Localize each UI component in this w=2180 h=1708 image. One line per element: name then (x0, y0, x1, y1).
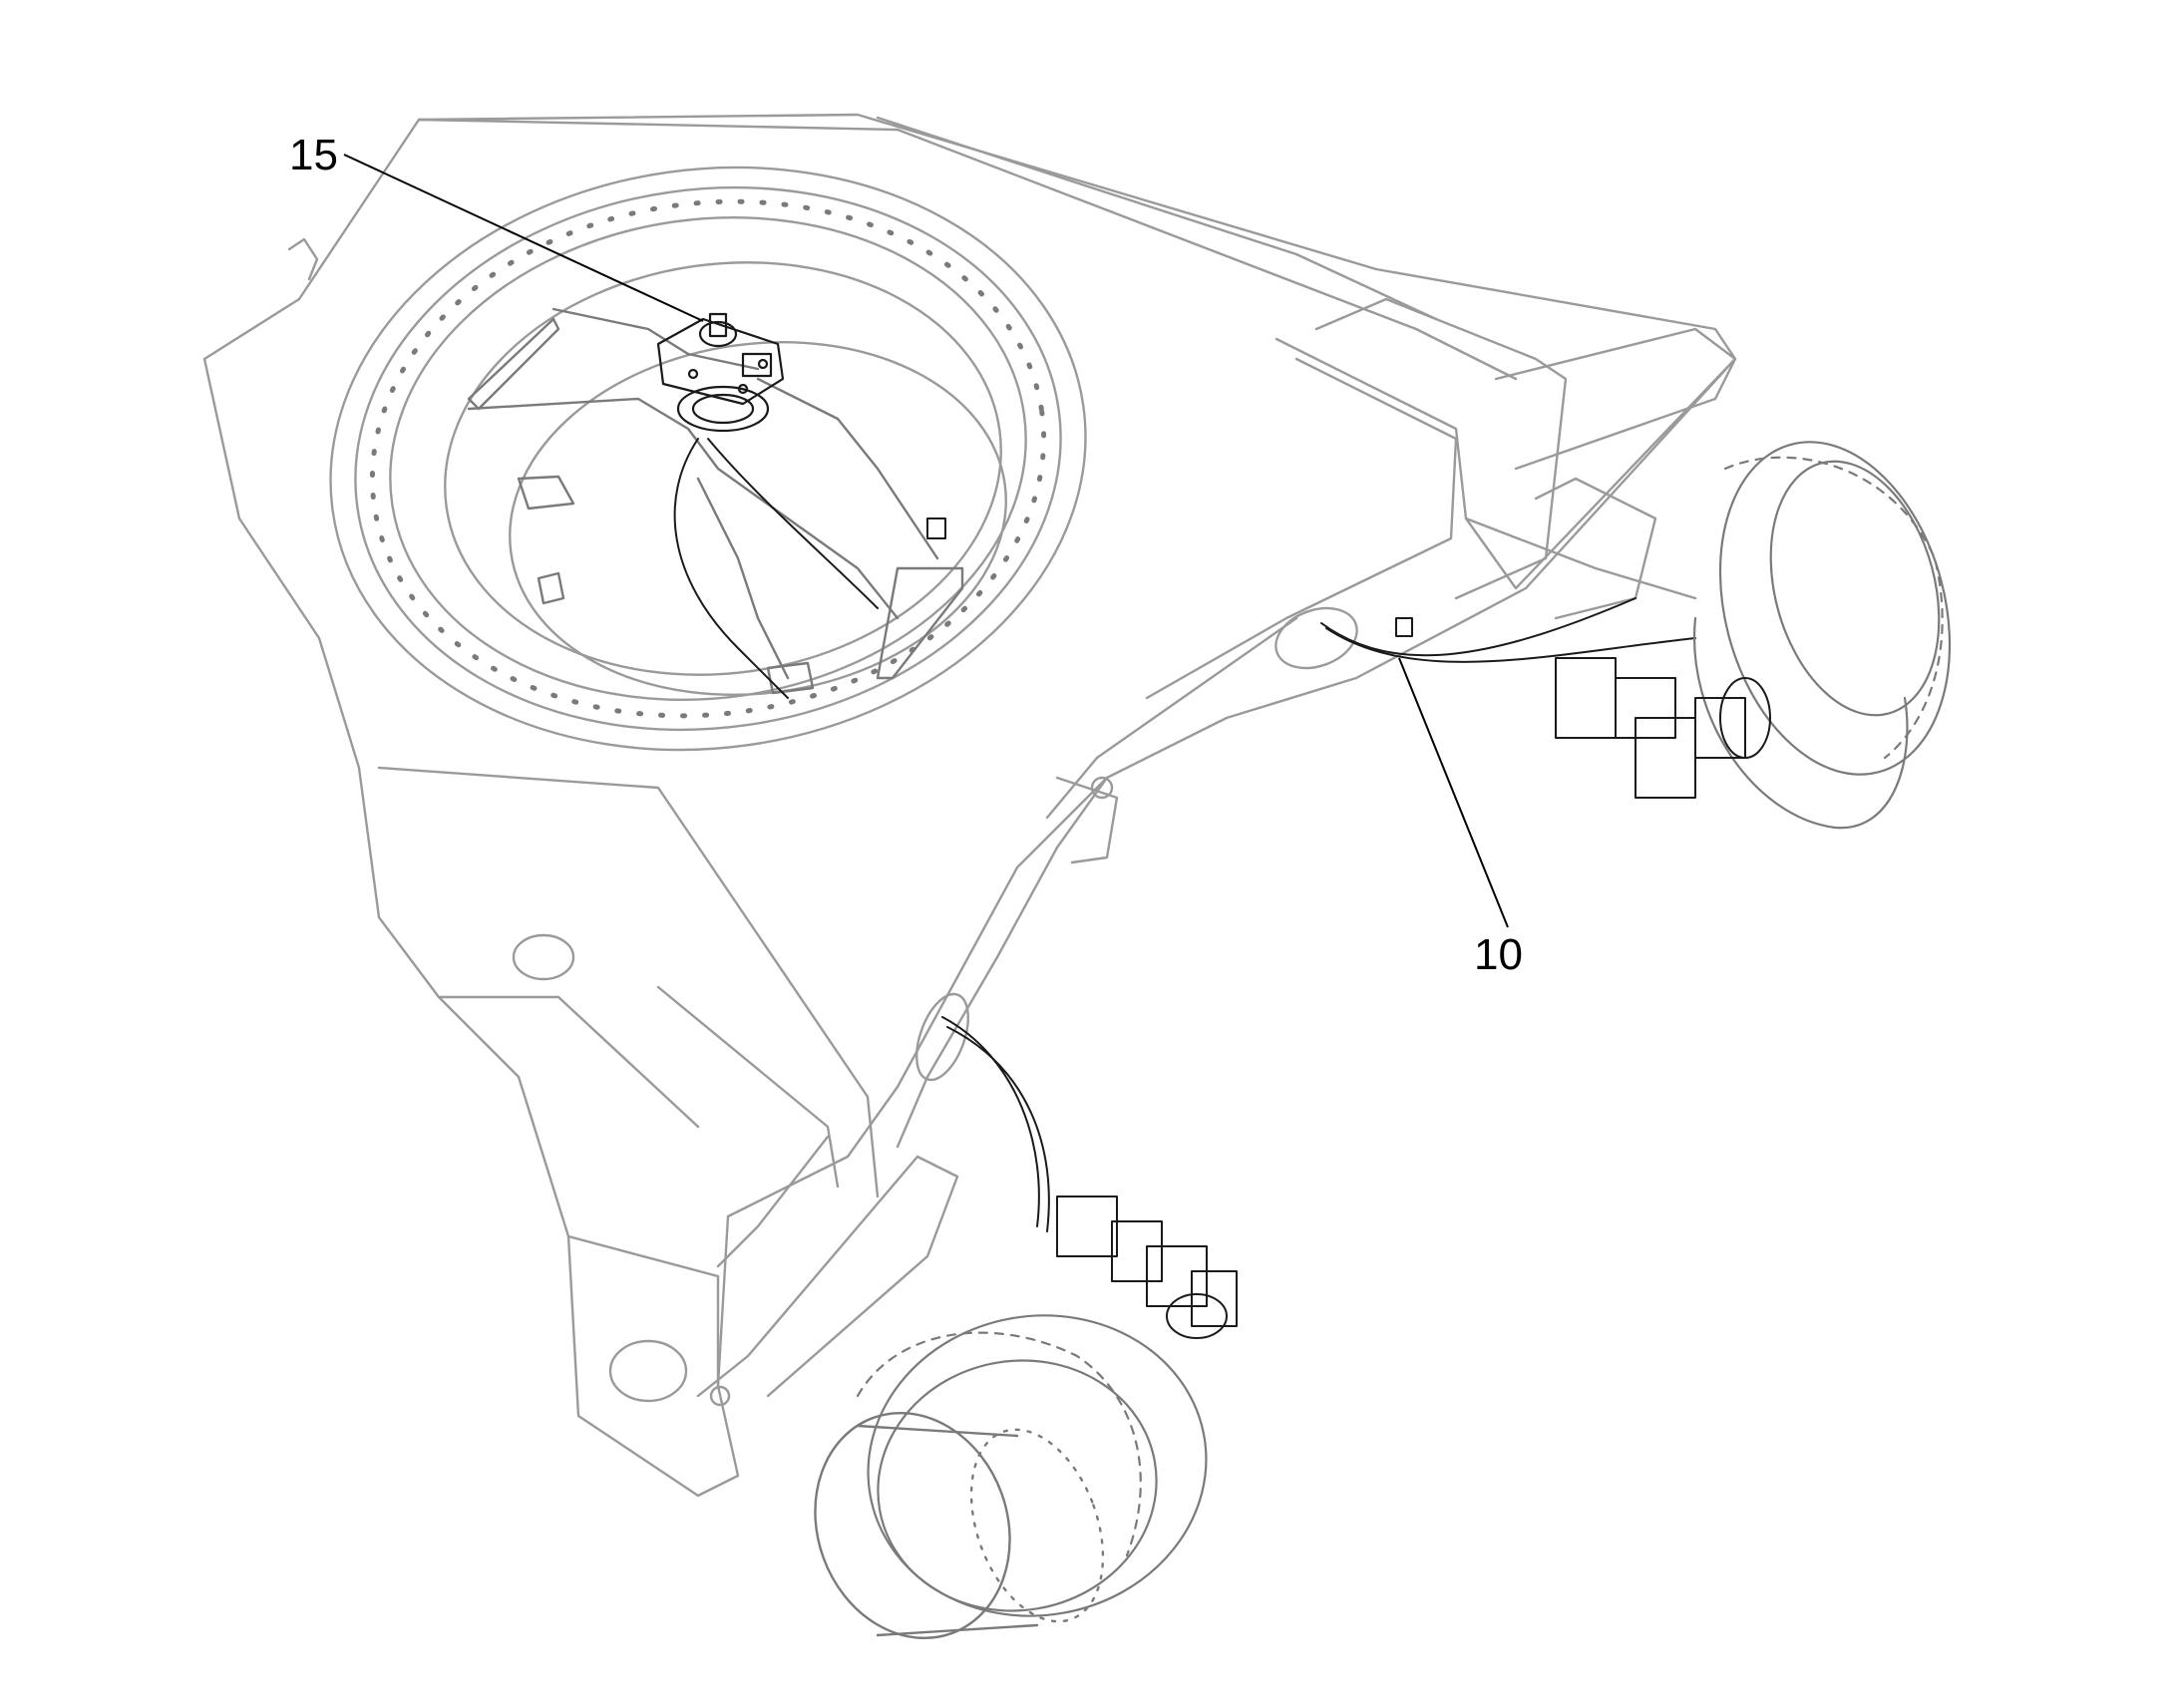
right-gear-units (1555, 657, 1771, 799)
right-gearbox-3 (1635, 717, 1696, 799)
bearing-outer-2 (354, 185, 1062, 732)
lower-gearbox-4 (1191, 1270, 1238, 1327)
lower-box-side (656, 985, 840, 1189)
machine-frame (202, 113, 1737, 1498)
slip-ring-bolt-1 (687, 368, 699, 380)
cable-run-1 (673, 438, 789, 699)
bracket-arm-body-2 (756, 377, 939, 560)
bracket-right-post (876, 566, 964, 680)
right-wheel-rim (1692, 616, 1909, 830)
lower-gearbox-3 (1146, 1245, 1208, 1307)
slip-ring-shaft (708, 312, 728, 338)
bearing-inner-2 (444, 261, 1002, 676)
right-gearbox-1 (1555, 657, 1617, 739)
lower-box-edge (437, 995, 700, 1129)
bracket-arm-body (467, 397, 900, 620)
callout-label-15: 15 (289, 131, 338, 179)
right-gearbox-2 (1615, 677, 1676, 739)
bearing-outer (329, 166, 1087, 752)
lower-gearbox-2 (1111, 1220, 1163, 1282)
lower-wheel-teeth (856, 1331, 1142, 1557)
lower-box-top (377, 766, 880, 1198)
access-hole-mid (915, 992, 969, 1082)
right-wheel-teeth (1723, 456, 1944, 760)
callout-10: 10 (1398, 657, 1523, 979)
bearing-floor (509, 341, 1007, 696)
right-arm-lower (1464, 516, 1697, 600)
slip-ring-bolt-2 (757, 358, 769, 370)
frame-top-edge (417, 118, 1518, 381)
diagonal-beam-right (1045, 616, 1298, 820)
lower-motor (1166, 1293, 1228, 1339)
right-motor (1719, 677, 1771, 759)
lower-wheel-outer (867, 1314, 1208, 1617)
diagonal-beam-left (896, 776, 1109, 1149)
access-hole-left (512, 933, 575, 981)
lower-gear-units (1056, 1196, 1238, 1339)
frame-top-edge-inner (876, 116, 1438, 321)
cable-run-2 (707, 438, 879, 609)
slip-ring-plate (656, 317, 785, 406)
right-box (1534, 477, 1657, 620)
yaw-bearing (329, 166, 1087, 752)
cable-run-4 (1325, 627, 1696, 663)
slip-ring-bolt-3 (737, 383, 749, 395)
slip-ring-base-inner (691, 393, 755, 425)
frame-outline (202, 113, 1737, 1498)
lower-endplate (696, 1155, 959, 1398)
slip-ring-assembly (656, 312, 785, 433)
right-arm-face (1145, 357, 1458, 700)
right-wheel-outer (1718, 441, 1952, 776)
slip-ring-base (676, 385, 770, 433)
bolt-circle (369, 198, 1047, 719)
bracket-arm-upper (551, 307, 760, 371)
leader-line-15 (343, 154, 704, 322)
hub-back (969, 1428, 1105, 1623)
leader-line-10 (1398, 657, 1509, 928)
lower-wheel (856, 1314, 1208, 1617)
hub-face (814, 1411, 1011, 1640)
bracket-foot (766, 661, 815, 695)
left-lug (287, 237, 319, 281)
bracket-arm-left (467, 317, 560, 411)
right-wheel (1692, 441, 1952, 830)
slip-ring-block (741, 352, 773, 378)
lower-box-slot (716, 1135, 830, 1268)
lower-wheel-tread (877, 1359, 1158, 1612)
cable-run-3 (1320, 597, 1636, 657)
bearing-inner (389, 215, 1027, 702)
cable-run-5 (941, 1016, 1040, 1227)
right-wheel-tread (1769, 460, 1941, 717)
right-endplate (1314, 297, 1568, 600)
lower-hub (814, 1411, 1105, 1640)
hub-cylinder (856, 1424, 1039, 1637)
pin-hole (1090, 776, 1114, 800)
slip-ring-hub (698, 320, 738, 348)
callout-15: 15 (289, 131, 704, 322)
access-hole-right (1274, 606, 1358, 670)
right-endplate-inner (1494, 327, 1737, 471)
bracket-tab (517, 475, 575, 511)
cable-harness (673, 438, 1696, 1232)
bracket-tab-2 (537, 571, 565, 605)
cable-run-6 (946, 1026, 1050, 1232)
diagonal-beam-mid (1055, 776, 1119, 864)
pin-hole-2 (709, 1385, 731, 1407)
lower-gearbox-1 (1056, 1196, 1118, 1257)
slip-ring-bracket (467, 307, 964, 695)
bracket-lower (696, 477, 790, 680)
cable-connector-1 (926, 517, 946, 539)
access-hole-lower (608, 1339, 688, 1403)
lower-box-face (566, 1234, 720, 1388)
right-gearbox-4 (1694, 697, 1746, 759)
callout-label-10: 10 (1474, 930, 1523, 979)
cable-connector-2 (1395, 617, 1413, 637)
